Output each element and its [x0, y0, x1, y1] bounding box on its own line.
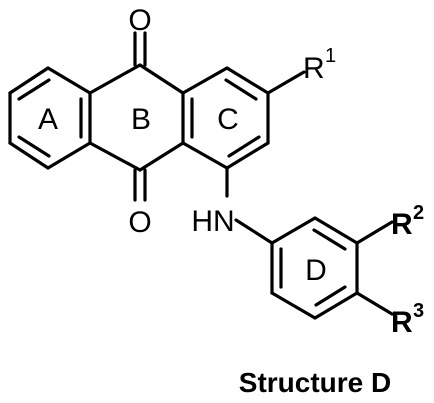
- n-aryl-bond: [234, 218, 274, 245]
- r3-substituent-label: R 3: [391, 300, 424, 339]
- ring-b-bonds: [88, 63, 185, 172]
- r2-superscript: 2: [413, 202, 424, 224]
- r3-base: R: [391, 306, 413, 339]
- ring-d-bonds: [270, 216, 359, 320]
- r2-substituent-label: R 2: [391, 202, 424, 241]
- ring-label-a: A: [38, 103, 58, 136]
- r3-bond: [355, 291, 394, 316]
- ring-label-d: D: [305, 254, 327, 287]
- r1-superscript: 1: [325, 45, 336, 67]
- oxygen-bottom-label: O: [128, 206, 151, 239]
- carbonyl-bonds: [133, 31, 147, 202]
- structure-caption: Structure D: [239, 367, 391, 398]
- r1-base: R: [303, 52, 325, 85]
- ring-a-bonds: [8, 66, 92, 170]
- r1-substituent-label: R 1: [303, 45, 336, 85]
- r2-bond: [355, 220, 394, 245]
- oxygen-top-label: O: [128, 4, 151, 37]
- r1-bond: [266, 70, 306, 95]
- ring-label-b: B: [131, 103, 151, 136]
- r2-base: R: [391, 208, 413, 241]
- ring-label-c: C: [217, 103, 239, 136]
- r3-superscript: 3: [413, 300, 424, 322]
- ring-c-bonds: [181, 66, 270, 170]
- amine-label: HN: [191, 205, 234, 238]
